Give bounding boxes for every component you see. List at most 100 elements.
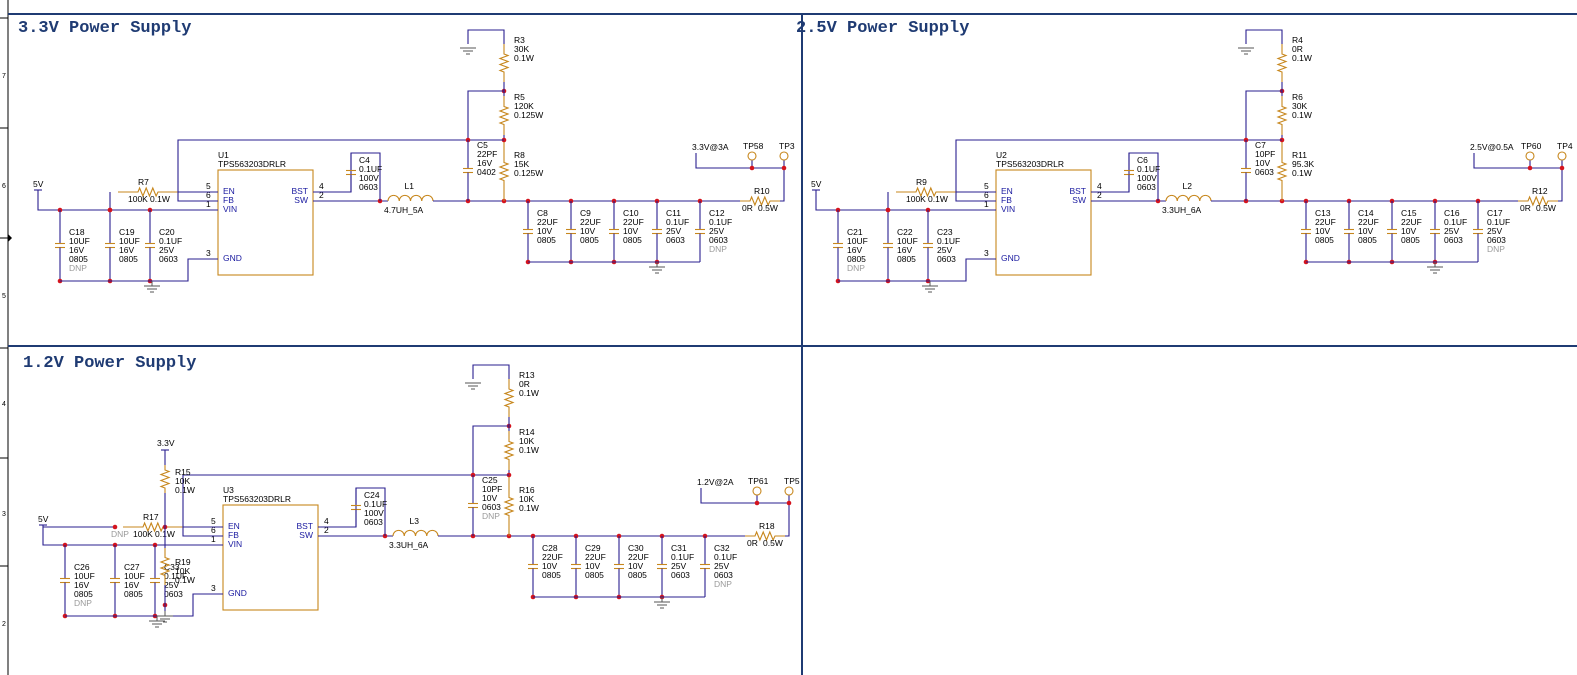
pin-en: EN bbox=[228, 521, 240, 531]
inductor-ref: L3 bbox=[410, 516, 420, 526]
ground-symbol bbox=[460, 47, 476, 55]
section-title: 1.2V Power Supply bbox=[23, 354, 196, 373]
input-cap-value: 10UF bbox=[74, 571, 95, 581]
divider-resistor-ref: R5 bbox=[514, 92, 525, 102]
input-cap-dnp: DNP bbox=[847, 263, 865, 273]
output-cap-ref: C9 bbox=[580, 208, 591, 218]
wire bbox=[1473, 153, 1562, 169]
input-cap-voltage: 16V bbox=[74, 580, 89, 590]
output-cap-value: 22UF bbox=[537, 217, 558, 227]
divider-resistor-ref: R14 bbox=[519, 427, 535, 437]
pin-sw: SW bbox=[294, 195, 308, 205]
resistor-symbol bbox=[1276, 96, 1288, 135]
ground-symbol bbox=[654, 597, 670, 609]
output-resistor-ref: R10 bbox=[754, 186, 770, 196]
output-cap-ref: C31 bbox=[671, 543, 687, 553]
output-cap-ref: C13 bbox=[1315, 208, 1331, 218]
divider-resistor-value: 120K bbox=[514, 101, 534, 111]
pin-num-gnd: 3 bbox=[984, 248, 989, 258]
test-point-label: TP58 bbox=[743, 141, 764, 151]
inductor-value: 3.3UH_6A bbox=[389, 540, 429, 550]
pin-vin: VIN bbox=[228, 539, 242, 549]
test-point-symbol bbox=[784, 486, 794, 496]
output-resistor-power: 0.5W bbox=[763, 538, 783, 548]
ground-symbol bbox=[1238, 47, 1254, 55]
input-cap-package: 0805 bbox=[119, 254, 138, 264]
input-cap-voltage: 16V bbox=[69, 245, 84, 255]
resistor-symbol bbox=[503, 431, 515, 470]
output-cap-ref: C32 bbox=[714, 543, 730, 553]
output-cap-ref: C30 bbox=[628, 543, 644, 553]
resistor-symbol bbox=[123, 521, 183, 533]
resistor-symbol bbox=[896, 186, 956, 198]
input-cap-dnp: DNP bbox=[74, 598, 92, 608]
divider-resistor-power: 0.1W bbox=[514, 53, 534, 63]
boost-cap-value: 0.1UF bbox=[1137, 164, 1160, 174]
input-cap-package: 0805 bbox=[74, 589, 93, 599]
output-cap-value: 0.1UF bbox=[709, 217, 732, 227]
ground-symbol bbox=[149, 616, 165, 628]
pin-num-gnd: 3 bbox=[211, 583, 216, 593]
divider-resistor-power: 0.125W bbox=[514, 168, 543, 178]
ground-symbol bbox=[157, 611, 173, 623]
wire bbox=[467, 29, 505, 44]
en-divider-power: 0.1W bbox=[175, 485, 195, 495]
resistor-symbol bbox=[498, 44, 510, 82]
input-cap-voltage: 25V bbox=[159, 245, 174, 255]
input-cap-value: 10UF bbox=[847, 236, 868, 246]
input-cap-ref: C27 bbox=[124, 562, 140, 572]
inductor-ref: L1 bbox=[405, 181, 415, 191]
output-cap-value: 0.1UF bbox=[666, 217, 689, 227]
pin-gnd: GND bbox=[228, 588, 247, 598]
output-cap-voltage: 10V bbox=[585, 561, 600, 571]
junction-dot bbox=[754, 500, 760, 506]
output-cap-package: 0603 bbox=[709, 235, 728, 245]
output-cap-dnp: DNP bbox=[714, 579, 732, 589]
input-cap-ref: C33 bbox=[164, 562, 180, 572]
resistor-symbol bbox=[498, 96, 510, 135]
output-cap-package: 0603 bbox=[666, 235, 685, 245]
output-cap-voltage: 10V bbox=[623, 226, 638, 236]
output-cap-ref: C28 bbox=[542, 543, 558, 553]
input-cap-dnp: DNP bbox=[69, 263, 87, 273]
pin-fb: FB bbox=[228, 530, 239, 540]
input-cap-voltage: 16V bbox=[119, 245, 134, 255]
pin-bst: BST bbox=[1069, 186, 1086, 196]
wire bbox=[955, 139, 1282, 202]
divider-resistor-power: 0.1W bbox=[1292, 168, 1312, 178]
output-cap-ref: C14 bbox=[1358, 208, 1374, 218]
wire bbox=[177, 139, 504, 202]
output-cap-voltage: 10V bbox=[1315, 226, 1330, 236]
enable-resistor-dnp: DNP bbox=[111, 529, 129, 539]
output-cap-package: 0805 bbox=[628, 570, 647, 580]
resistor-symbol bbox=[745, 530, 785, 542]
input-cap-value: 10UF bbox=[124, 571, 145, 581]
pin-num-fb: 6 bbox=[984, 190, 989, 200]
pin-num-fb: 6 bbox=[206, 190, 211, 200]
input-cap-voltage: 25V bbox=[937, 245, 952, 255]
input-rail-label: 5V bbox=[38, 514, 49, 524]
output-net-label: 3.3V@3A bbox=[692, 142, 729, 152]
feedforward-cap-value: 10PF bbox=[1255, 149, 1275, 159]
input-rail-label: 5V bbox=[33, 179, 44, 189]
divider-resistor-value: 95.3K bbox=[1292, 159, 1315, 169]
pin-fb: FB bbox=[1001, 195, 1012, 205]
input-cap-package: 0805 bbox=[124, 589, 143, 599]
enable-resistor-power: 0.1W bbox=[150, 194, 170, 204]
test-point-symbol bbox=[1525, 151, 1535, 161]
output-cap-package: 0805 bbox=[1358, 235, 1377, 245]
feedforward-cap-package: 0603 bbox=[1255, 167, 1274, 177]
resistor-symbol bbox=[503, 477, 515, 536]
wire bbox=[838, 258, 996, 282]
output-resistor-value: 0R bbox=[747, 538, 758, 548]
feedforward-cap-ref: C25 bbox=[482, 475, 498, 485]
section-title: 3.3V Power Supply bbox=[18, 19, 191, 38]
output-cap-value: 0.1UF bbox=[1444, 217, 1467, 227]
pin-en: EN bbox=[223, 186, 235, 196]
boost-cap-package: 0603 bbox=[1137, 182, 1156, 192]
wire bbox=[1558, 168, 1563, 202]
pin-num-sw: 2 bbox=[319, 190, 324, 200]
inductor-ref: L2 bbox=[1183, 181, 1193, 191]
test-point-label: TP61 bbox=[748, 476, 769, 486]
test-point-symbol bbox=[747, 151, 757, 161]
